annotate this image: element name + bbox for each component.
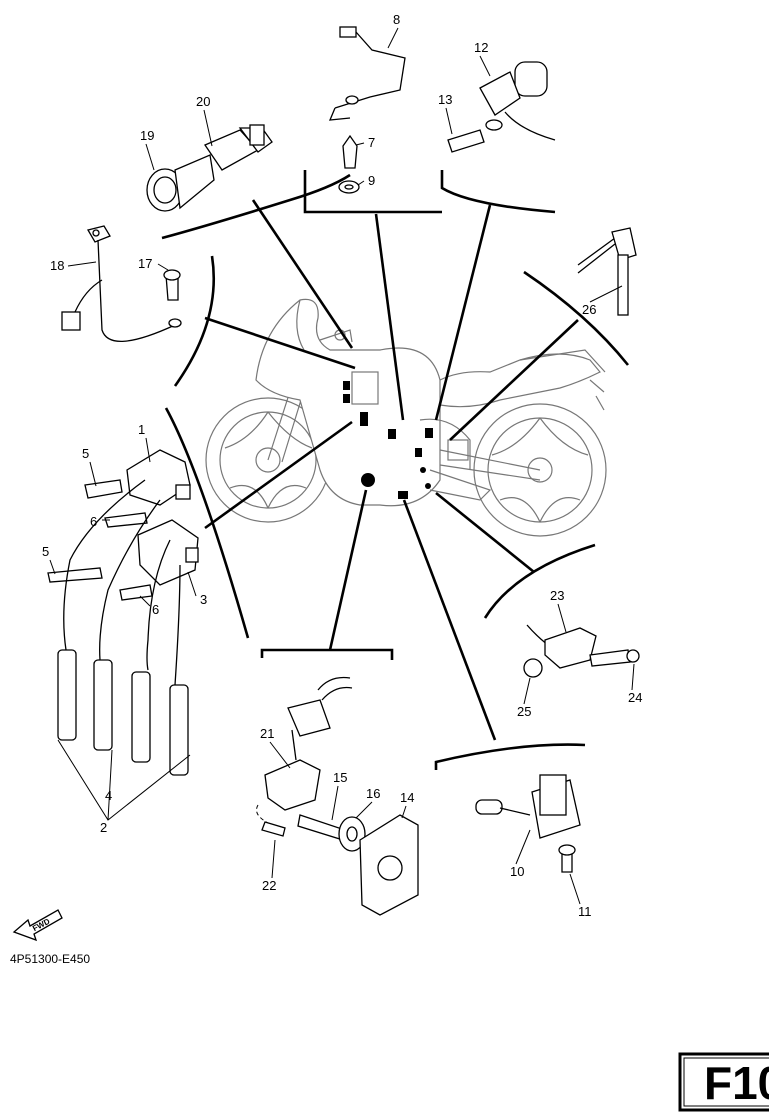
callout-22: 22 bbox=[262, 878, 276, 893]
part-10-sensor bbox=[475, 774, 581, 873]
callout-26: 26 bbox=[582, 302, 596, 317]
fwd-arrow-icon: FWD bbox=[12, 909, 63, 942]
group-brackets bbox=[161, 170, 630, 770]
callout-8: 8 bbox=[393, 12, 400, 27]
callout-1: 1 bbox=[138, 422, 145, 437]
callout-16: 16 bbox=[366, 786, 380, 801]
callout-14: 14 bbox=[400, 790, 414, 805]
callout-23: 23 bbox=[550, 588, 564, 603]
callout-21: 21 bbox=[260, 726, 274, 741]
callout-2: 2 bbox=[100, 820, 107, 835]
page-reference: F10 bbox=[704, 1057, 769, 1109]
callout-6-upper: 6 bbox=[90, 514, 97, 529]
part-1-ignition-coil bbox=[47, 449, 199, 601]
callout-17: 17 bbox=[138, 256, 152, 271]
callout-12: 12 bbox=[474, 40, 488, 55]
motorcycle-outline bbox=[205, 298, 607, 537]
part-21-pickup-coil bbox=[256, 676, 419, 916]
part-12-sensor bbox=[447, 61, 556, 153]
callout-11: 11 bbox=[578, 904, 592, 919]
part-8-lead bbox=[328, 26, 406, 194]
callout-7: 7 bbox=[368, 135, 375, 150]
part-26-switch bbox=[577, 227, 637, 316]
callout-6-lower: 6 bbox=[152, 602, 159, 617]
callout-20: 20 bbox=[196, 94, 210, 109]
callout-24: 24 bbox=[628, 690, 642, 705]
callout-labels: 1 2 3 4 5 5 6 6 7 8 9 10 11 12 13 14 15 … bbox=[42, 12, 642, 919]
callout-4: 4 bbox=[105, 788, 112, 803]
callout-9: 9 bbox=[368, 173, 375, 188]
part-20-thermo-unit bbox=[146, 124, 273, 212]
callout-13: 13 bbox=[438, 92, 452, 107]
leader-lines bbox=[204, 199, 579, 741]
callout-19: 19 bbox=[140, 128, 154, 143]
callout-3: 3 bbox=[200, 592, 207, 607]
callout-10: 10 bbox=[510, 864, 524, 879]
part-23-sensor bbox=[523, 624, 640, 678]
callout-ticks bbox=[49, 27, 635, 905]
callout-15: 15 bbox=[333, 770, 347, 785]
page-reference-box: F10 bbox=[678, 1052, 769, 1112]
drawing-code: 4P51300-E450 bbox=[10, 952, 90, 966]
callout-18: 18 bbox=[50, 258, 64, 273]
callout-25: 25 bbox=[517, 704, 531, 719]
callout-5-upper: 5 bbox=[82, 446, 89, 461]
callout-5-lower: 5 bbox=[42, 544, 49, 559]
part-4-plug-lead bbox=[57, 479, 191, 821]
part-18-harness bbox=[61, 225, 182, 342]
